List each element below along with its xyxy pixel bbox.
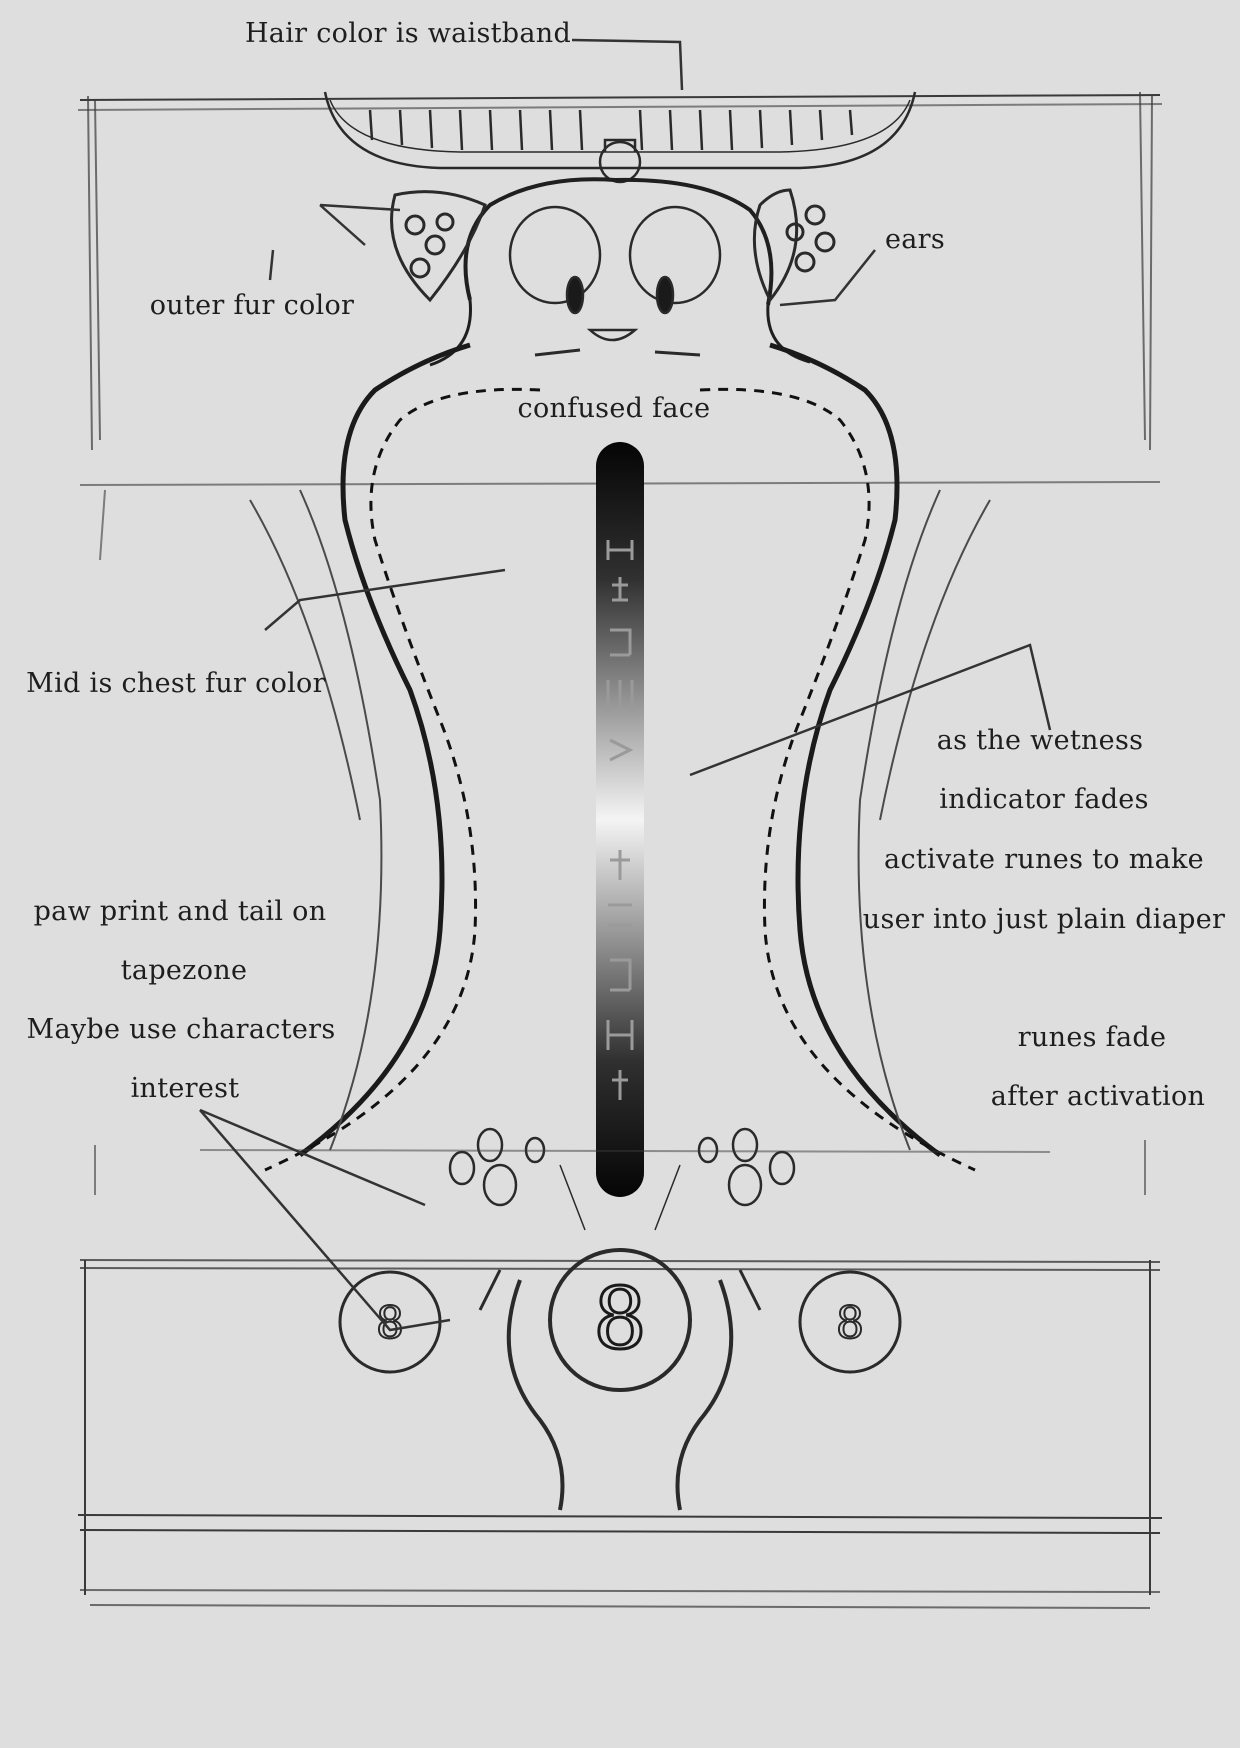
body-outline xyxy=(298,342,942,1158)
annotation-wetness-2: indicator fades xyxy=(939,784,1149,815)
annotation-paw-3: Maybe use characters xyxy=(26,1014,336,1045)
annotation-paw-1: paw print and tail on xyxy=(33,896,327,927)
svg-text:8: 8 xyxy=(836,1298,864,1349)
back-panel xyxy=(77,1140,1163,1609)
rune-glyph-icon xyxy=(606,540,634,1100)
annotation-mid-chest: Mid is chest fur color xyxy=(26,668,326,699)
annotation-paw-4: interest xyxy=(130,1073,240,1104)
annotation-wetness-1: as the wetness xyxy=(936,725,1144,756)
annotation-confused-face: confused face xyxy=(517,393,711,424)
annotation-wetness-3: activate runes to make xyxy=(884,844,1204,875)
annotation-runes-1: runes fade xyxy=(1017,1022,1167,1053)
leg-cuff-lines xyxy=(249,489,991,1151)
annotation-ears: ears xyxy=(884,224,946,255)
annotation-leaders xyxy=(199,38,1052,1332)
annotation-hair-color: Hair color is waistband xyxy=(244,18,572,49)
left-ear xyxy=(390,190,487,303)
tail-badge-icon: 8 8 8 xyxy=(338,1248,902,1511)
annotation-outer-fur: outer fur color xyxy=(149,290,355,321)
annotation-runes-2: after activation xyxy=(990,1081,1206,1112)
svg-text:8: 8 xyxy=(376,1298,404,1349)
waistband-ribbing xyxy=(323,91,917,184)
svg-text:8: 8 xyxy=(593,1270,646,1368)
confused-face xyxy=(508,205,722,357)
annotation-paw-2: tapezone xyxy=(120,955,248,986)
right-ear xyxy=(752,188,836,303)
wetness-indicator xyxy=(596,442,644,1197)
chest-fur-boundary xyxy=(264,387,976,1172)
annotation-wetness-4: user into just plain diaper xyxy=(862,904,1226,935)
character-head xyxy=(429,177,811,367)
